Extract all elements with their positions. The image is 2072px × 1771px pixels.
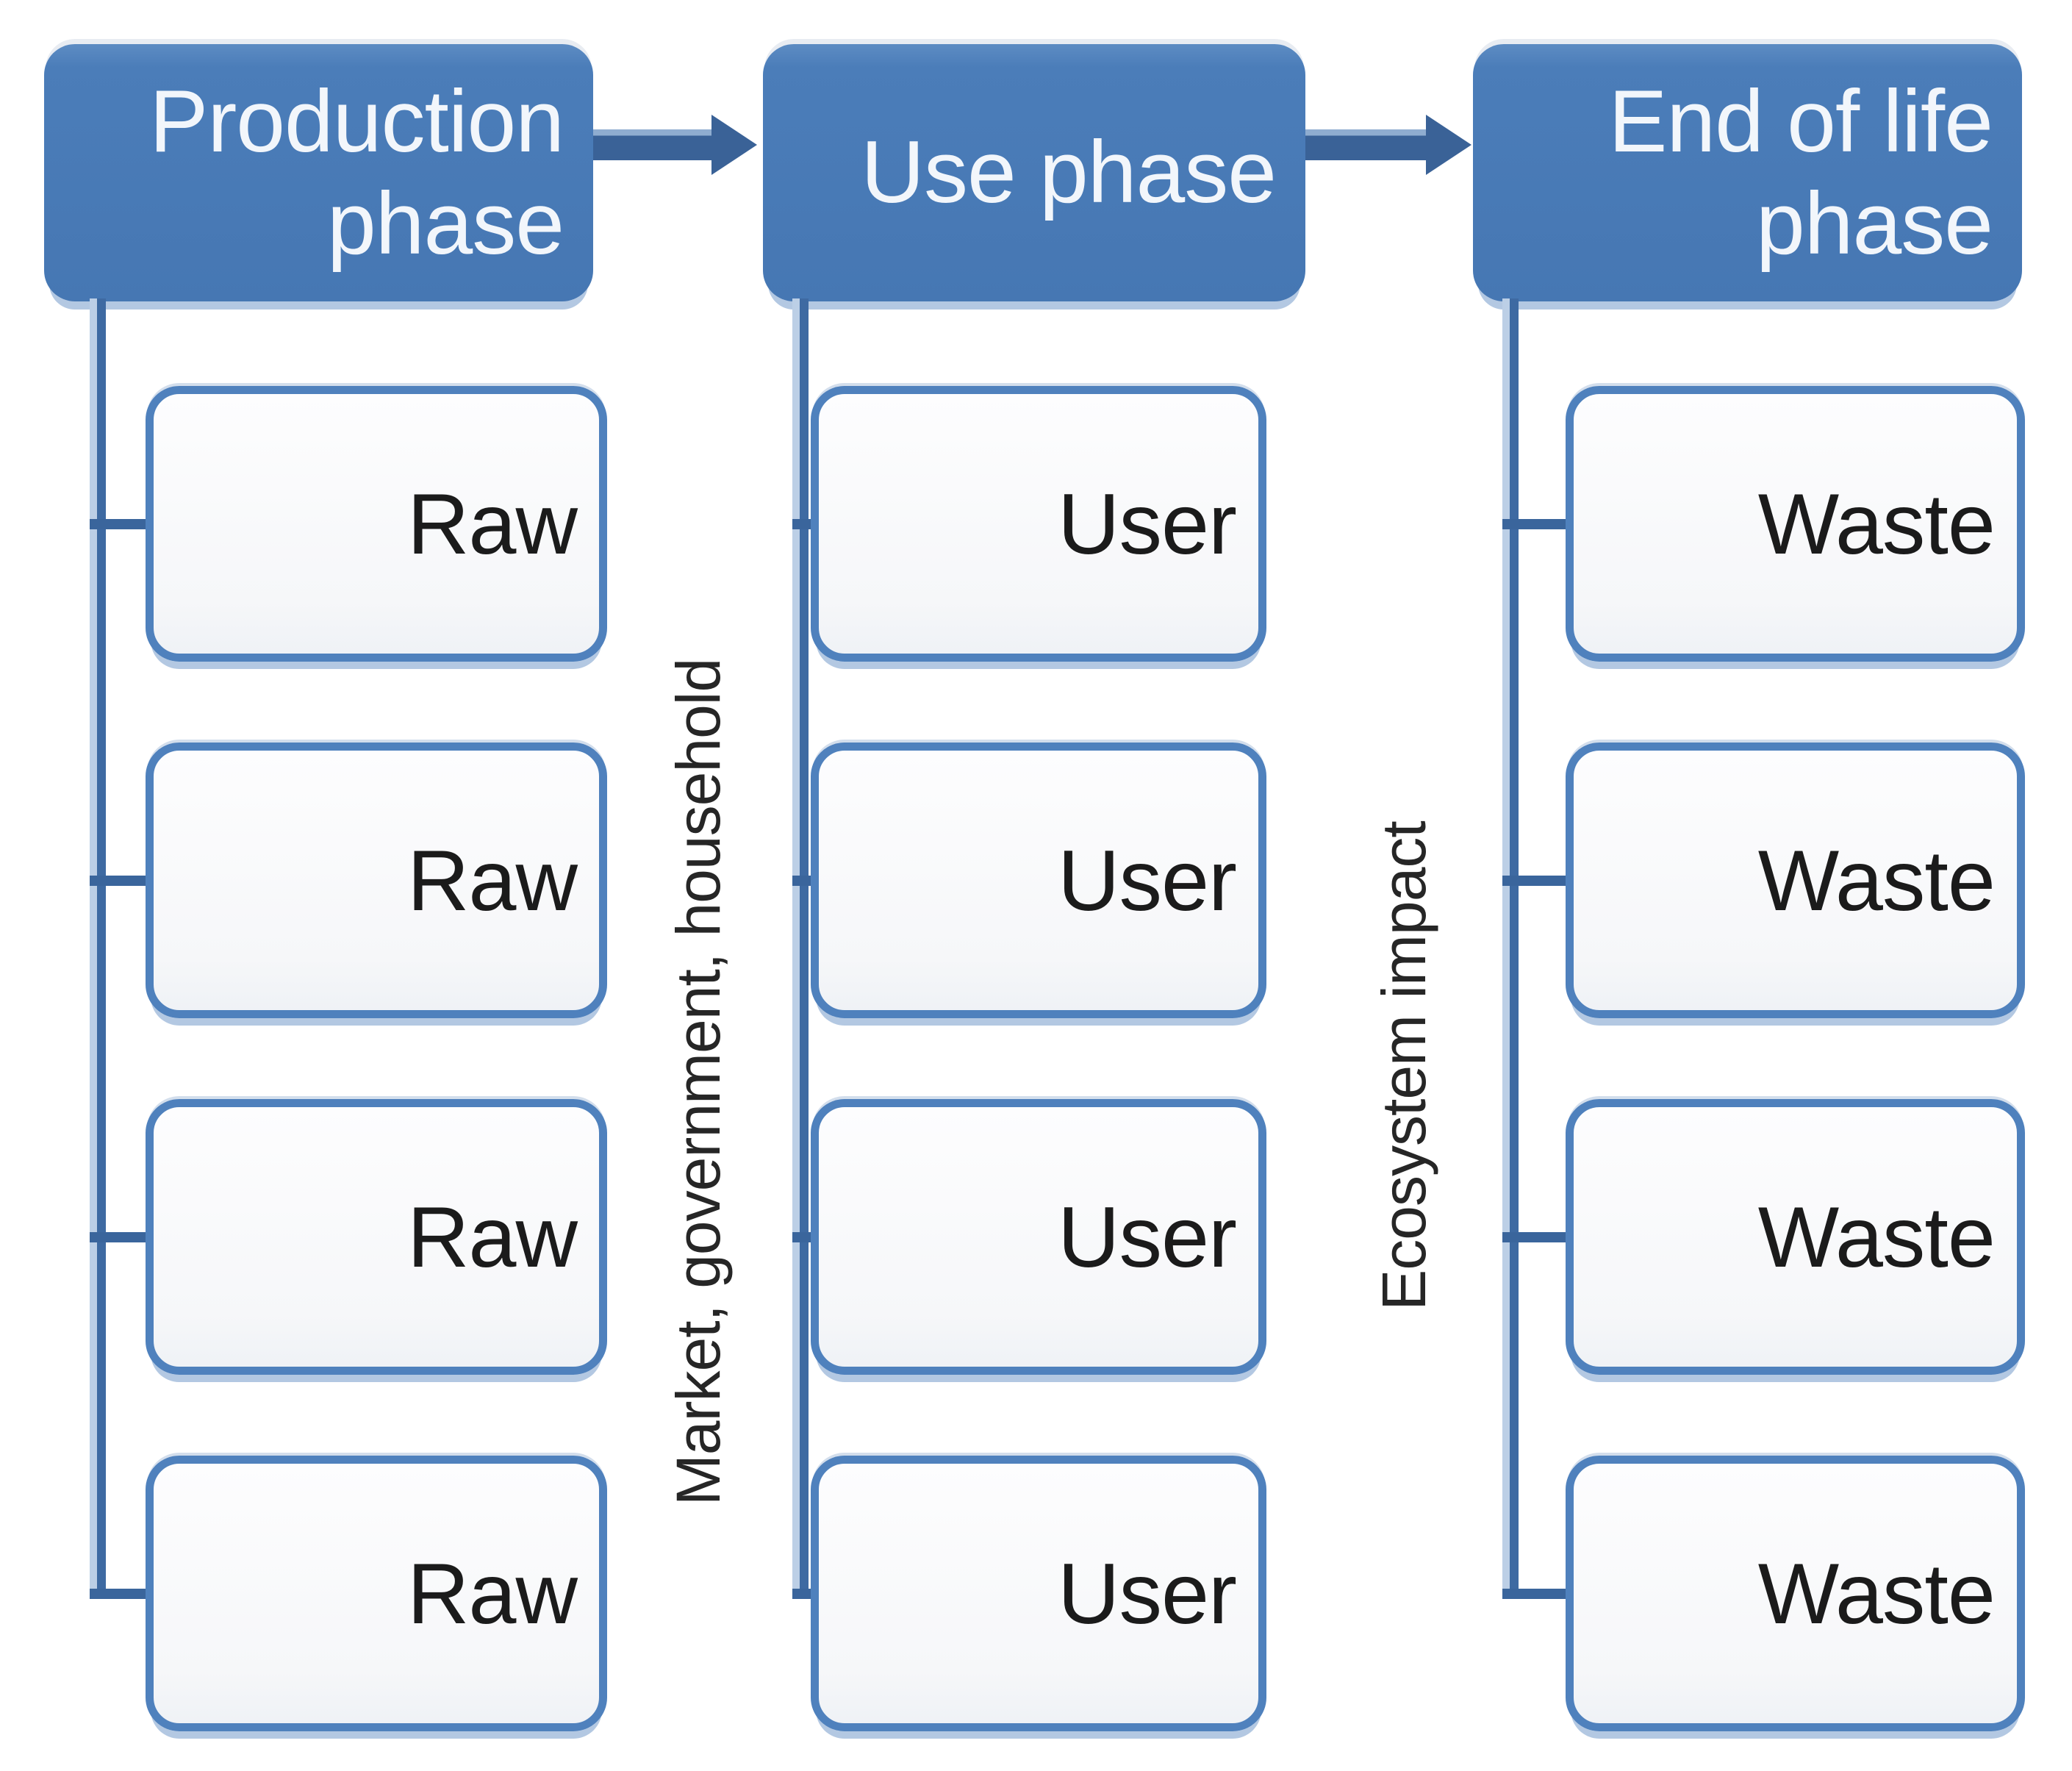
node-box-production-2: Raw — [146, 743, 607, 1018]
connector-stub-production-4 — [90, 1588, 156, 1599]
phase-header-use: Use phase — [763, 44, 1305, 301]
node-box-use-3: User — [811, 1099, 1266, 1375]
node-box-use-1: User — [811, 386, 1266, 662]
connector-label-market-government-household: Market, government, household — [663, 658, 733, 1506]
connector-stub-end-of-life-4 — [1502, 1588, 1576, 1599]
connector-stub-production-1 — [90, 518, 156, 529]
phase-header-production: Production phase — [44, 44, 593, 301]
node-box-production-1: Raw — [146, 386, 607, 662]
node-box-end-of-life-3: Waste — [1566, 1099, 2025, 1375]
connector-stub-production-3 — [90, 1231, 156, 1242]
node-box-production-4: Raw — [146, 1456, 607, 1731]
connector-stub-end-of-life-3 — [1502, 1231, 1576, 1242]
connector-stub-production-2 — [90, 875, 156, 886]
connector-label-ecosystem-impact: Ecosystem impact — [1369, 821, 1438, 1311]
flow-arrow-head-icon-2 — [1426, 115, 1471, 175]
node-box-end-of-life-2: Waste — [1566, 743, 2025, 1018]
flow-arrow-shaft-1 — [593, 129, 717, 160]
node-box-production-3: Raw — [146, 1099, 607, 1375]
flow-arrow-head-icon-1 — [711, 115, 757, 175]
connector-stub-end-of-life-1 — [1502, 518, 1576, 529]
node-box-use-2: User — [811, 743, 1266, 1018]
connector-line-end-of-life — [1502, 298, 1519, 1594]
node-box-end-of-life-1: Waste — [1566, 386, 2025, 662]
node-box-use-4: User — [811, 1456, 1266, 1731]
connector-stub-end-of-life-2 — [1502, 875, 1576, 886]
flow-arrow-shaft-2 — [1305, 129, 1432, 160]
connector-line-use — [792, 298, 809, 1594]
connector-line-production — [90, 298, 106, 1594]
node-box-end-of-life-4: Waste — [1566, 1456, 2025, 1731]
phase-header-end-of-life: End of life phase — [1473, 44, 2022, 301]
